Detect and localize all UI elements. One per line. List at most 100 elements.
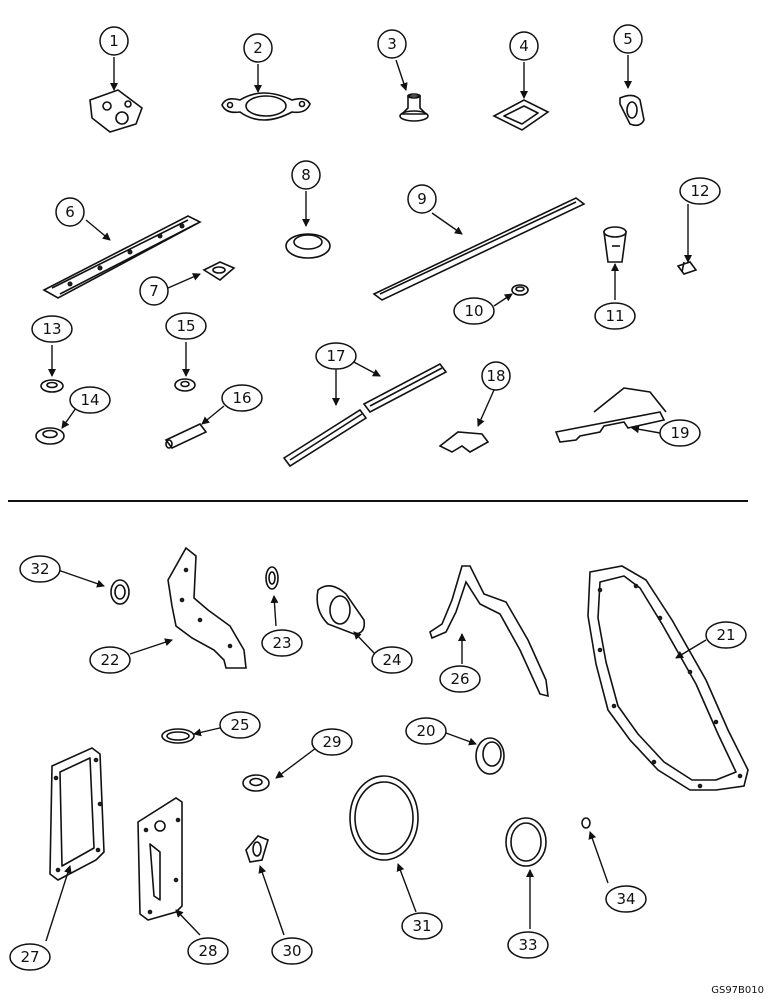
- callout-label: 26: [450, 670, 469, 688]
- callout-bubble: [594, 302, 636, 330]
- callout-label: 21: [716, 626, 735, 644]
- part-13-seal: [40, 379, 64, 393]
- callout-label: 19: [670, 424, 689, 442]
- part-7-gasket: [202, 261, 236, 281]
- callout-12: 12: [679, 177, 721, 205]
- callout-bubble: [405, 717, 447, 745]
- part-15-seal: [174, 378, 196, 392]
- callout-bubble: [401, 912, 443, 940]
- callout-bubble: [89, 646, 131, 674]
- callout-27: 27: [9, 943, 51, 971]
- callout-17: 17: [315, 342, 357, 370]
- callout-label: 4: [519, 37, 529, 55]
- part-25-seal-ring: [161, 728, 195, 744]
- callout-label: 17: [326, 347, 345, 365]
- callout-14: 14: [69, 386, 111, 414]
- callout-bubble: [219, 711, 261, 739]
- callout-label: 11: [605, 307, 624, 325]
- callout-31: 31: [401, 912, 443, 940]
- callout-bubble: [291, 160, 321, 190]
- callout-34: 34: [605, 885, 647, 913]
- callout-bubble: [221, 384, 263, 412]
- callout-label: 29: [322, 733, 341, 751]
- callout-bubble: [371, 646, 413, 674]
- callout-22: 22: [89, 646, 131, 674]
- callout-19: 19: [659, 419, 701, 447]
- part-9-pan-gasket: [372, 197, 586, 301]
- part-26-gasket: [429, 565, 549, 698]
- callout-label: 27: [20, 948, 39, 966]
- part-8-seal: [285, 233, 331, 259]
- part-20-seal: [475, 737, 505, 775]
- callout-bubble: [55, 197, 85, 227]
- part-30-gasket: [245, 835, 269, 863]
- callout-label: 30: [282, 942, 301, 960]
- callout-bubble: [315, 342, 357, 370]
- part-22-cover-gasket: [167, 546, 247, 669]
- callout-23: 23: [261, 629, 303, 657]
- callout-label: 9: [417, 190, 427, 208]
- part-24-gasket: [316, 585, 366, 635]
- callout-28: 28: [187, 937, 229, 965]
- callout-bubble: [311, 728, 353, 756]
- part-14-seal: [35, 427, 65, 445]
- part-5-gasket: [619, 94, 645, 127]
- callout-label: 15: [176, 317, 195, 335]
- callout-label: 6: [65, 203, 75, 221]
- callout-label: 25: [230, 716, 249, 734]
- callout-label: 31: [412, 917, 431, 935]
- callout-21: 21: [705, 621, 747, 649]
- callout-label: 28: [198, 942, 217, 960]
- callout-11: 11: [594, 302, 636, 330]
- part-33-seal-ring: [505, 817, 547, 867]
- part-17-seal-strips: [282, 362, 448, 468]
- callout-label: 5: [623, 30, 633, 48]
- callout-6: 6: [55, 197, 85, 227]
- callout-18: 18: [481, 361, 511, 391]
- callout-bubble: [99, 26, 129, 56]
- callout-bubble: [377, 29, 407, 59]
- callout-bubble: [507, 931, 549, 959]
- part-23-seal: [265, 566, 279, 590]
- callout-bubble: [613, 24, 643, 54]
- part-19-gasket-strip: [554, 387, 667, 443]
- callout-label: 24: [382, 651, 401, 669]
- callout-3: 3: [377, 29, 407, 59]
- callout-32: 32: [19, 555, 61, 583]
- part-29-seal: [242, 774, 270, 792]
- callout-bubble: [31, 315, 73, 343]
- callout-bubble: [271, 937, 313, 965]
- callout-29: 29: [311, 728, 353, 756]
- part-16-tube: [164, 422, 208, 450]
- callout-label: 2: [253, 39, 263, 57]
- callout-bubble: [509, 31, 539, 61]
- part-32-seal: [110, 579, 130, 605]
- callout-bubble: [659, 419, 701, 447]
- part-10-seal: [511, 284, 529, 296]
- callout-33: 33: [507, 931, 549, 959]
- part-21-front-cover-gasket: [587, 565, 749, 791]
- callout-25: 25: [219, 711, 261, 739]
- callout-label: 23: [272, 634, 291, 652]
- part-6-rocker-cover-gasket: [42, 215, 202, 299]
- part-12-plug: [676, 261, 698, 275]
- callout-bubble: [187, 937, 229, 965]
- callout-30: 30: [271, 937, 313, 965]
- callout-13: 13: [31, 315, 73, 343]
- callout-label: 1: [109, 32, 119, 50]
- callout-4: 4: [509, 31, 539, 61]
- callout-label: 34: [616, 890, 635, 908]
- callout-label: 13: [42, 320, 61, 338]
- part-4-gasket: [492, 99, 550, 131]
- callout-16: 16: [221, 384, 263, 412]
- callout-bubble: [453, 297, 495, 325]
- callout-bubble: [605, 885, 647, 913]
- callout-label: 7: [149, 282, 159, 300]
- callout-9: 9: [407, 184, 437, 214]
- part-31-seal-ring: [349, 775, 419, 861]
- callout-1: 1: [99, 26, 129, 56]
- part-18-clip: [438, 431, 490, 453]
